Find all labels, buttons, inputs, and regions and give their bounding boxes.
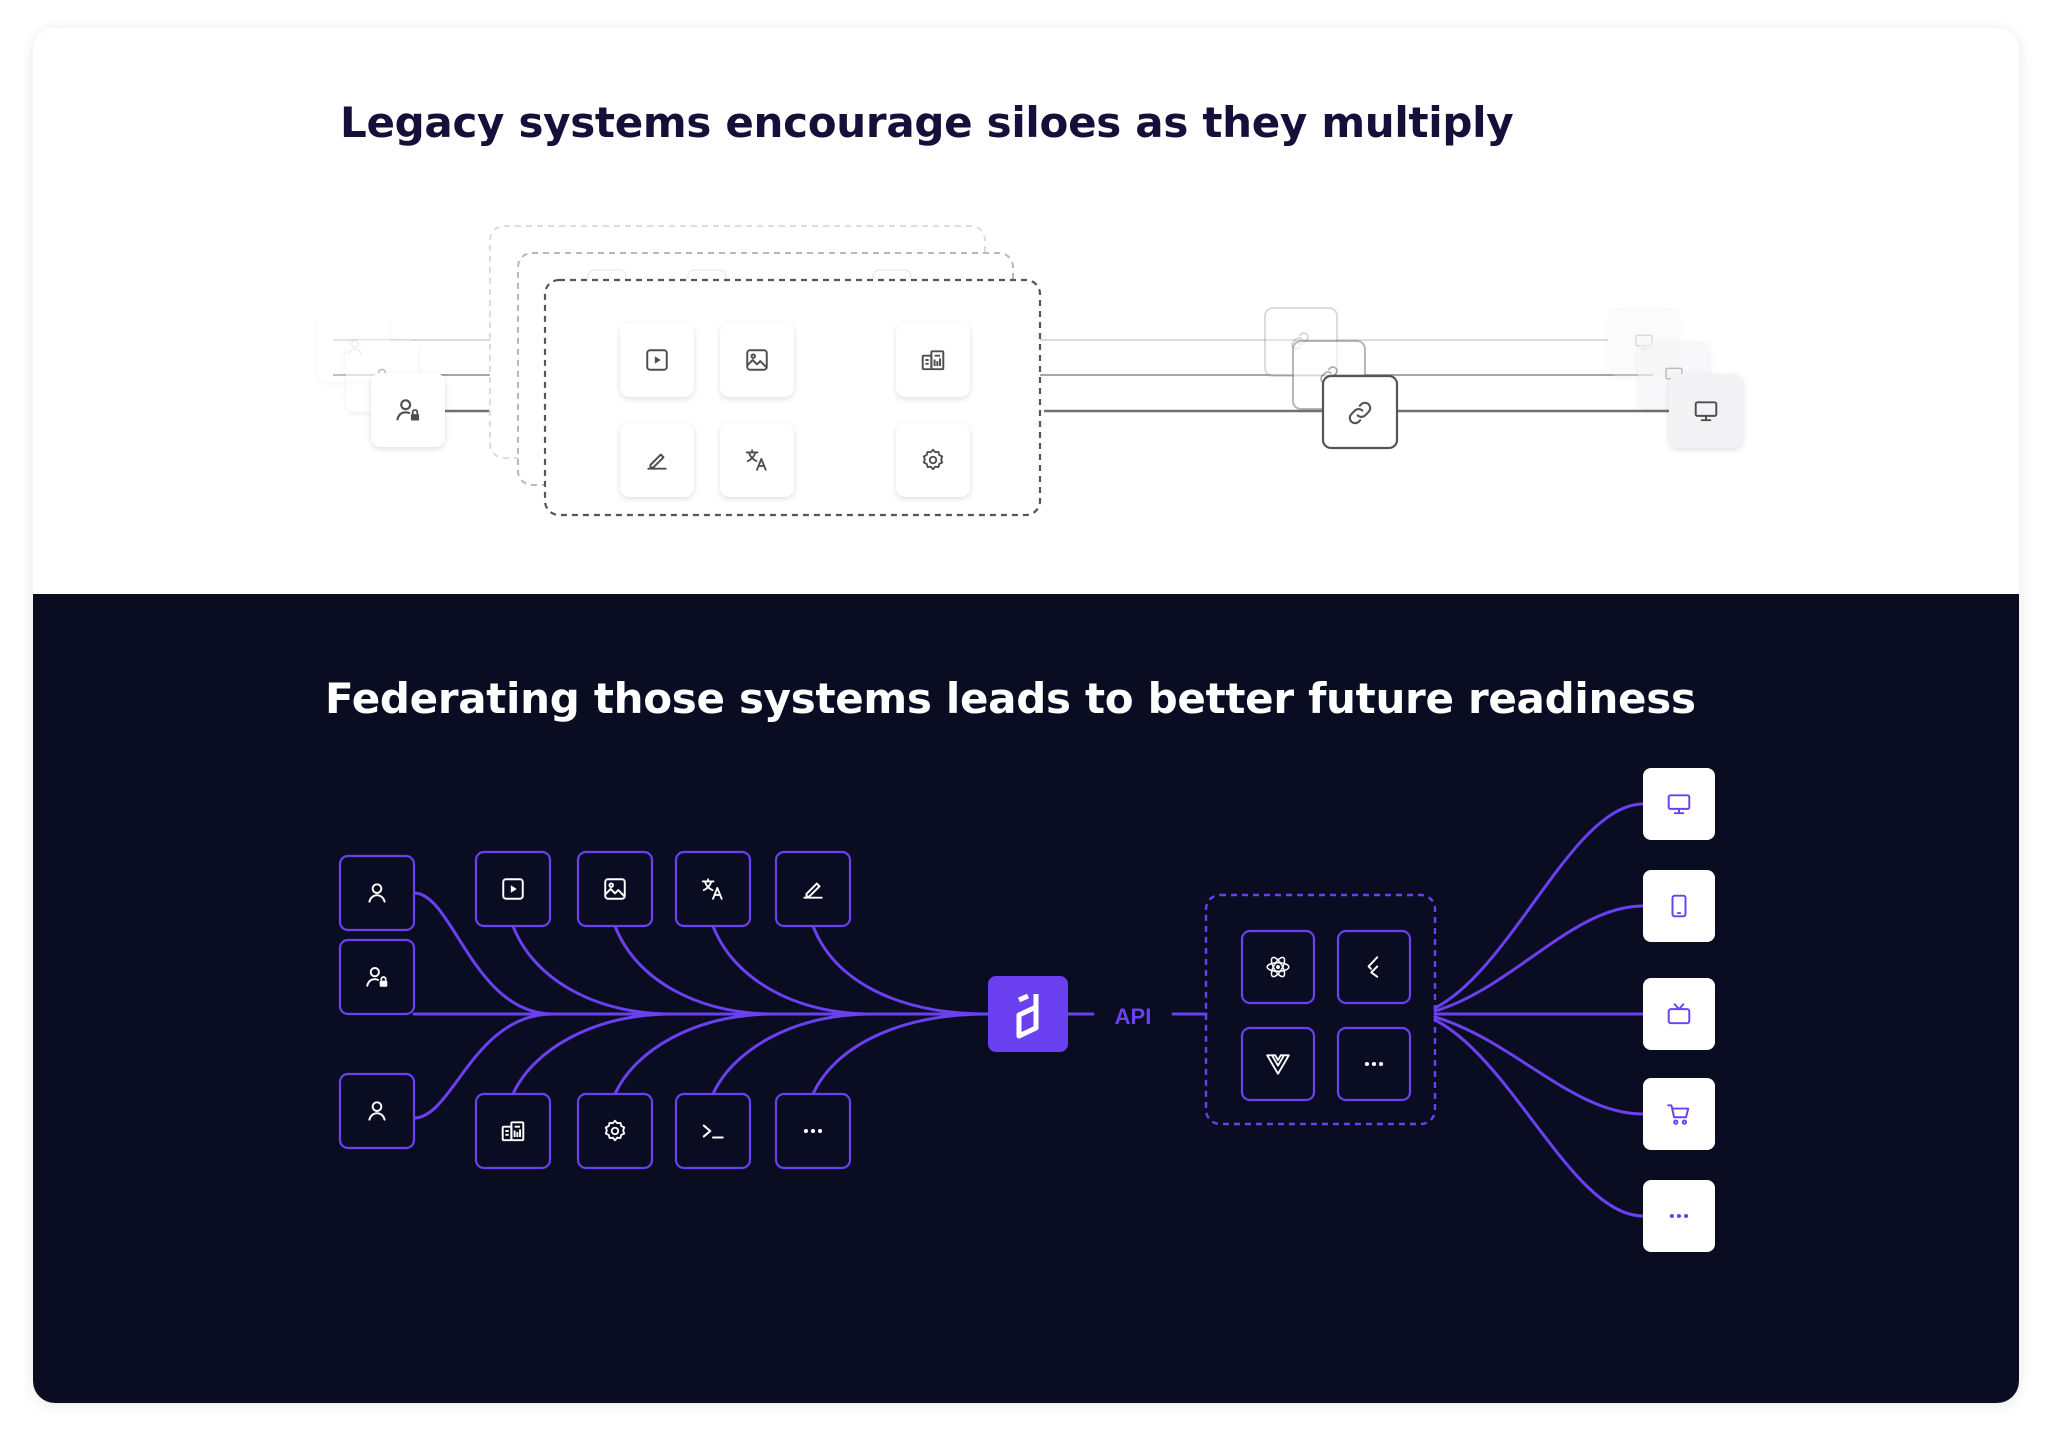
legacy-link-tile: [1321, 374, 1399, 450]
federated-services-bottom: [474, 1092, 852, 1170]
output-tile-tablet: [1643, 870, 1715, 942]
legacy-tile-image: [720, 323, 794, 397]
federated-user-tiles: [338, 854, 416, 1150]
hygraph-logo-icon: [1016, 993, 1039, 1039]
more-icon: [1364, 1061, 1384, 1067]
legacy-tile-dashboard: [896, 323, 970, 397]
federated-tile-translate: [674, 850, 752, 928]
framework-tile-flutter: [1336, 929, 1412, 1005]
output-tile-monitor: [1643, 768, 1715, 840]
api-label: API: [1115, 1004, 1152, 1029]
framework-tile-more: [1336, 1026, 1412, 1102]
framework-tile-react: [1240, 929, 1316, 1005]
hygraph-hub: [988, 976, 1068, 1052]
legacy-output-tile: [1669, 374, 1743, 448]
federated-tile-image: [576, 850, 654, 928]
federated-connector-lines: [412, 802, 1645, 1218]
legacy-tile-translate: [720, 423, 794, 497]
federated-tile-terminal: [674, 1092, 752, 1170]
legacy-tile-gear: [896, 423, 970, 497]
federated-user-tile-2: [338, 938, 416, 1016]
federated-services-top: [474, 850, 852, 928]
output-tiles: [1643, 768, 1715, 1252]
output-tile-tv: [1643, 978, 1715, 1050]
framework-frame: [1204, 893, 1437, 1126]
federated-user-tile-3: [338, 1072, 416, 1150]
framework-tile-vue: [1240, 1026, 1316, 1102]
legacy-service-tiles: [620, 323, 970, 497]
federated-tile-dashboard: [474, 1092, 552, 1170]
framework-tiles: [1240, 929, 1412, 1102]
legacy-tile-edit: [620, 423, 694, 497]
more-icon: [1669, 1213, 1689, 1219]
federated-tile-video: [474, 850, 552, 928]
legacy-tile-video: [620, 323, 694, 397]
output-tile-more: [1643, 1180, 1715, 1252]
federated-tile-more: [774, 1092, 852, 1170]
legacy-title: Legacy systems encourage siloes as they …: [340, 98, 1514, 147]
federated-tile-gear: [576, 1092, 654, 1170]
federated-title: Federating those systems leads to better…: [325, 674, 1696, 723]
architecture-diagram: API: [318, 225, 1743, 1252]
more-icon: [803, 1128, 823, 1134]
output-tile-cart: [1643, 1078, 1715, 1150]
federated-user-tile-1: [338, 854, 416, 932]
legacy-user-tile: [371, 373, 445, 447]
diagram-card: Legacy systems encourage siloes as they …: [33, 28, 2019, 1403]
federated-tile-edit: [774, 850, 852, 928]
